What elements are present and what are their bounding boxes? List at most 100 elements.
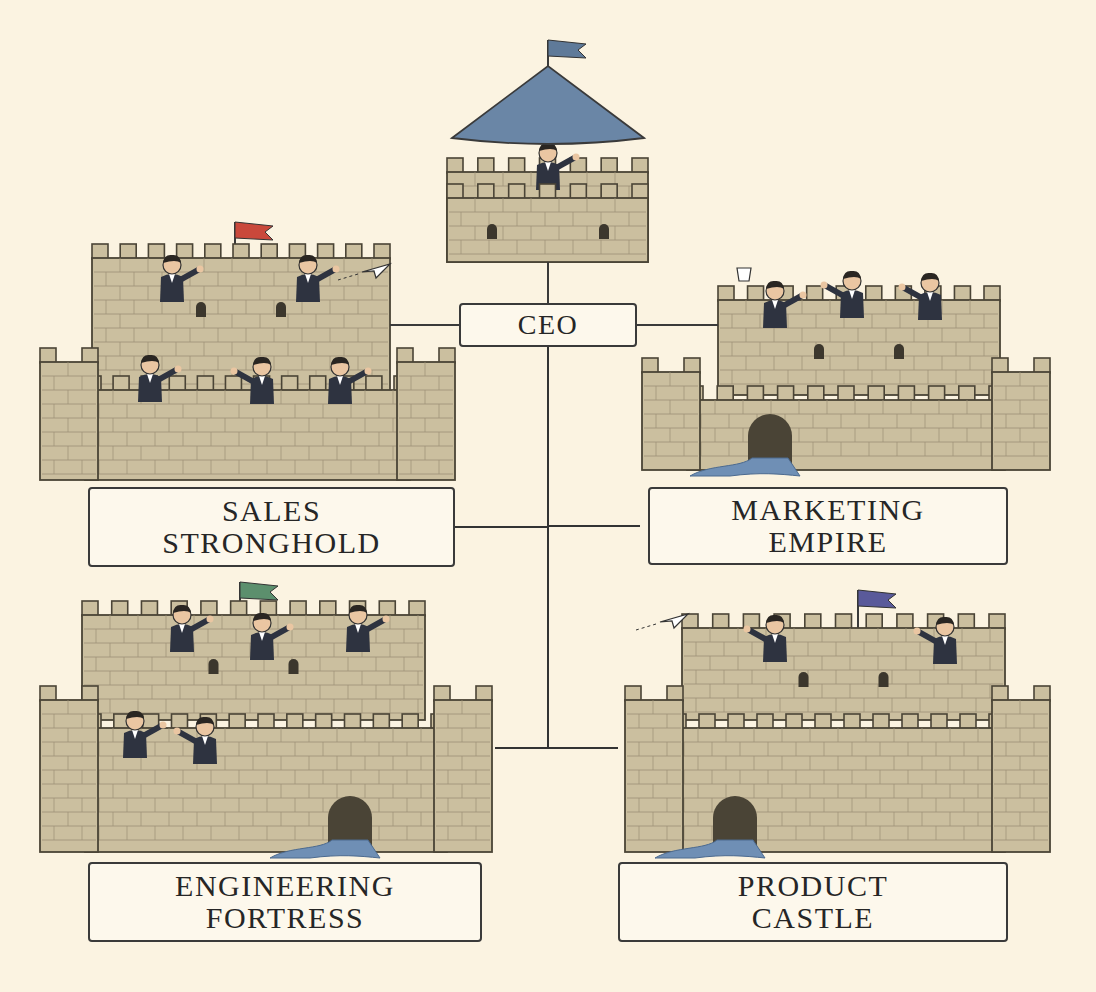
castle-part [684, 698, 1003, 699]
castle-part [984, 342, 985, 356]
castle-part [54, 798, 55, 812]
castle-part [320, 685, 321, 699]
castle-part [715, 400, 716, 414]
castle-part [836, 670, 837, 684]
castle-part [141, 756, 142, 770]
castle-part [763, 281, 807, 328]
castle-part [627, 784, 681, 785]
castle-part [141, 418, 142, 432]
castle-part [653, 700, 654, 714]
castle-part [270, 840, 380, 858]
castle-part [295, 826, 296, 840]
castle-part [684, 712, 1003, 713]
castle-part [799, 672, 809, 687]
castle-part [399, 432, 453, 433]
castle-part [42, 770, 96, 771]
castle-part [1034, 742, 1035, 756]
castle-part [1034, 770, 1035, 784]
castle [40, 222, 455, 480]
castle-part [372, 286, 373, 300]
castle-part [855, 400, 856, 414]
castle-part [796, 770, 797, 784]
castle-part [346, 624, 370, 652]
castle-part [838, 756, 839, 770]
castle-part [667, 770, 668, 784]
castle-part [407, 742, 408, 756]
castle-part [824, 770, 825, 784]
castle-part [653, 784, 654, 798]
castle-part [1034, 386, 1035, 400]
castle-part [684, 386, 685, 400]
castle-part [225, 418, 226, 432]
castle-part [615, 198, 616, 212]
castle-part [601, 212, 602, 226]
castle-part [788, 370, 789, 384]
castle-part [379, 742, 380, 756]
castle-part [880, 770, 881, 784]
castle-part [822, 684, 823, 698]
castle-part [956, 314, 957, 328]
castle-part [639, 714, 640, 728]
castle-part [362, 264, 390, 278]
castle-part [478, 184, 494, 199]
castle-part [869, 414, 870, 428]
castle-part [866, 812, 867, 826]
castle-part [712, 770, 713, 784]
castle-part [656, 414, 657, 428]
castle-part [858, 590, 896, 608]
castle-part [152, 657, 153, 671]
castle-part [411, 432, 412, 446]
castle-part [802, 300, 803, 314]
castle-part [978, 728, 979, 742]
castle-part [545, 240, 546, 254]
castle-part [696, 670, 697, 684]
castle-part [211, 432, 212, 446]
castle-part [282, 376, 298, 391]
castle-part [320, 601, 336, 616]
castle-part [365, 784, 366, 798]
castle-part [967, 428, 968, 442]
castle-part [383, 616, 390, 623]
castle-part [1034, 714, 1035, 728]
castle-part [726, 756, 727, 770]
castle-part [629, 240, 630, 254]
castle-part [632, 184, 648, 199]
castle-part [899, 284, 906, 291]
castle-part [316, 714, 332, 729]
castle-part [1006, 414, 1007, 428]
castle-part [246, 300, 247, 314]
castle-part [376, 629, 377, 643]
castle-part [302, 300, 303, 314]
castle-part [170, 624, 194, 652]
castle-part [682, 628, 1005, 720]
castle-part [106, 328, 107, 342]
castle-part [843, 271, 861, 279]
castle-part [274, 272, 275, 286]
castle-part [929, 386, 945, 401]
castle-part [629, 212, 630, 226]
castle-part [531, 172, 532, 186]
castle-part [1034, 798, 1035, 812]
castle-part [281, 418, 282, 432]
castle-part [328, 357, 372, 404]
castle-part [365, 728, 366, 742]
castle-part [82, 615, 425, 720]
castle-part [894, 756, 895, 770]
castle-part [425, 446, 426, 460]
castle-part [231, 601, 247, 616]
castle-part [1020, 784, 1021, 798]
castle-part [744, 626, 751, 633]
castle-part [476, 714, 477, 728]
castle-part [399, 460, 453, 461]
castle-part [309, 418, 310, 432]
castle-part [421, 728, 422, 742]
castle-part [950, 784, 951, 798]
castle-part [155, 770, 156, 784]
castle-part [288, 342, 289, 356]
castle-part [126, 711, 144, 719]
castle-part [922, 812, 923, 826]
castle-part [267, 798, 268, 812]
castle-part [134, 300, 135, 314]
castle-part [684, 684, 1003, 685]
castle-part [205, 244, 221, 259]
